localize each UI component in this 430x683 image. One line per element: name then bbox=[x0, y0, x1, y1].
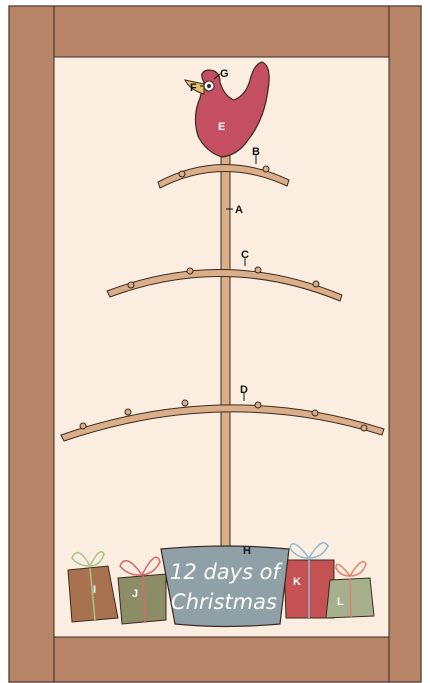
button-icon bbox=[263, 166, 269, 172]
label-b: B bbox=[252, 146, 260, 158]
button-icon bbox=[187, 268, 193, 274]
button-icon bbox=[312, 410, 318, 416]
button-icon bbox=[80, 423, 86, 429]
bucket-text-line1: 12 days of bbox=[170, 560, 283, 584]
frame-right-border bbox=[389, 6, 421, 682]
label-k: K bbox=[293, 576, 301, 588]
button-icon bbox=[255, 267, 261, 273]
button-icon bbox=[361, 425, 367, 431]
button-icon bbox=[125, 409, 131, 415]
label-a: A bbox=[235, 204, 243, 216]
button-icon bbox=[255, 402, 261, 408]
button-icon bbox=[313, 281, 319, 287]
label-c: C bbox=[241, 249, 249, 261]
button-icon bbox=[179, 171, 185, 177]
button-icon bbox=[128, 282, 134, 288]
gift-box-icon bbox=[118, 574, 166, 624]
label-l: L bbox=[337, 596, 344, 608]
frame-left-border bbox=[9, 6, 54, 682]
label-j: J bbox=[132, 588, 138, 600]
frame-top-border bbox=[54, 6, 389, 57]
bucket-text-line2: Christmas bbox=[171, 590, 277, 614]
bucket-icon: 12 days of Christmas bbox=[161, 546, 289, 627]
label-f: F bbox=[190, 82, 197, 94]
bird-eye-pupil bbox=[207, 84, 211, 88]
frame-bottom-border bbox=[54, 637, 389, 682]
label-d: D bbox=[240, 384, 248, 396]
label-h: H bbox=[243, 545, 251, 557]
label-e: E bbox=[218, 121, 225, 133]
label-g: G bbox=[220, 68, 229, 80]
label-i: I bbox=[93, 584, 96, 596]
bucket-body bbox=[161, 546, 289, 627]
tree-trunk bbox=[221, 150, 230, 560]
button-icon bbox=[182, 400, 188, 406]
